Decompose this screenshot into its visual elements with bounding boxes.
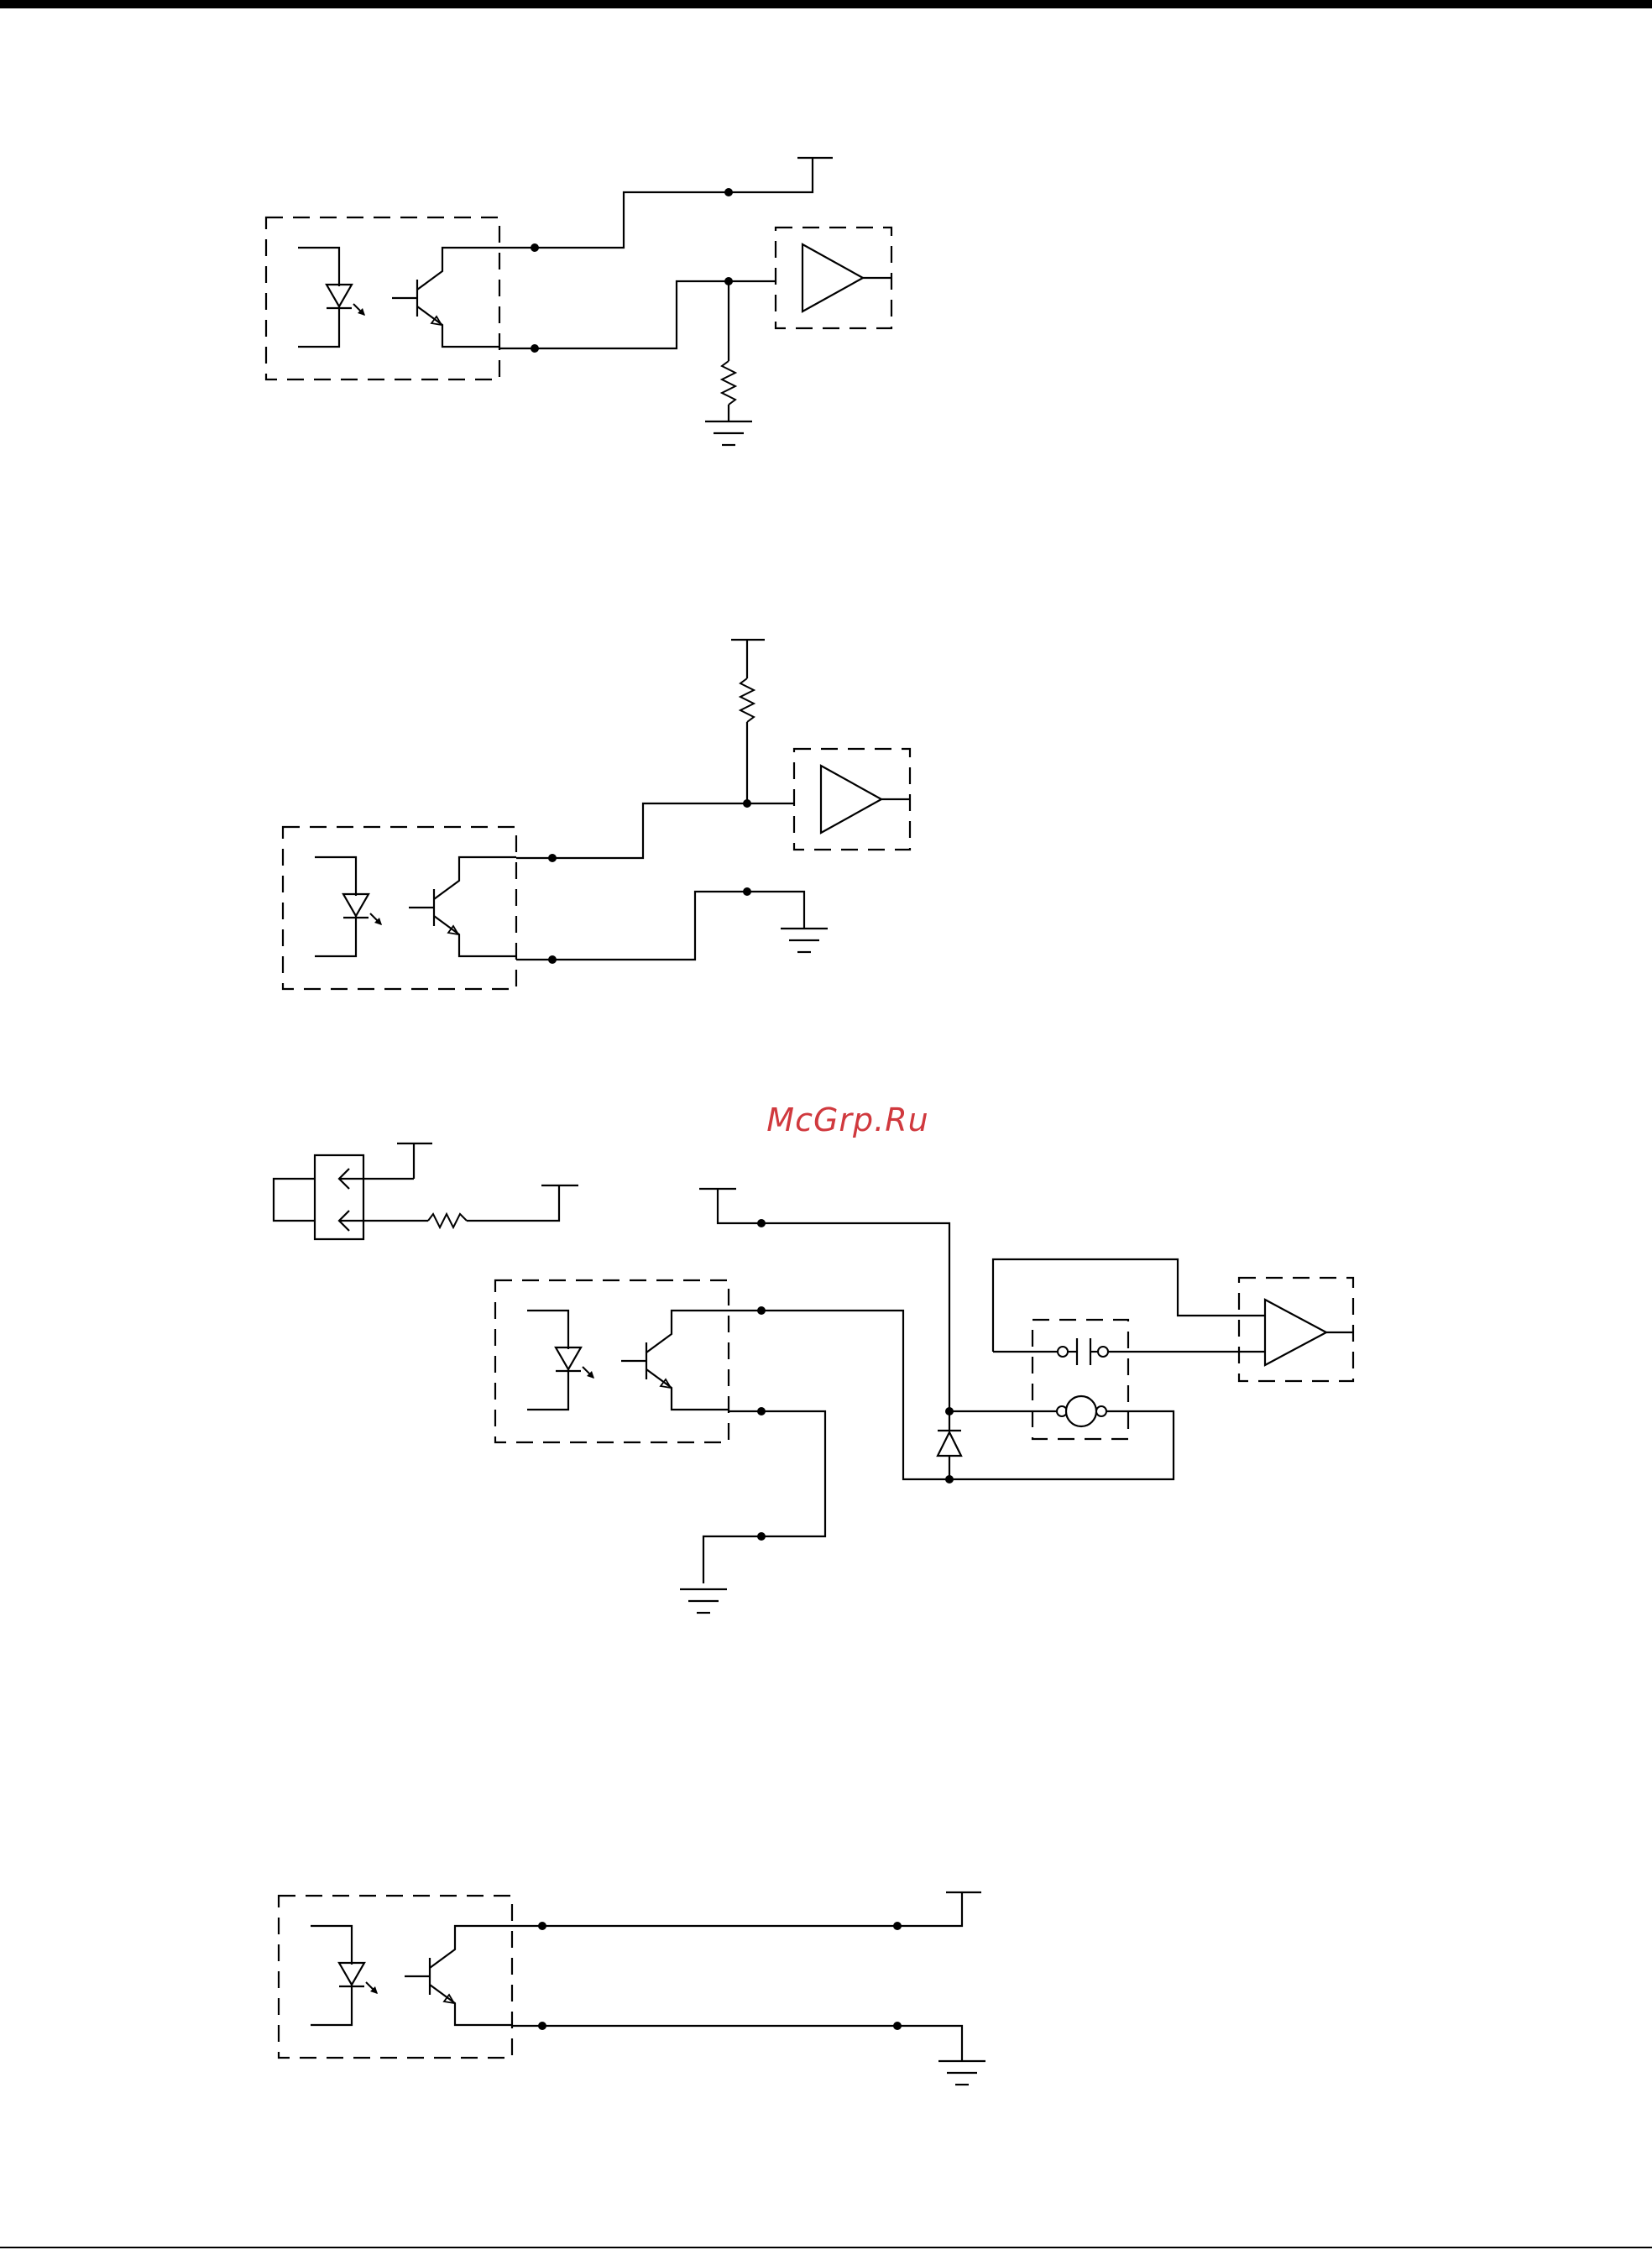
optocoupler-1 [266, 217, 499, 379]
ground-3 [680, 1589, 727, 1613]
ground-1 [705, 421, 752, 445]
optocoupler-2 [283, 827, 516, 989]
contact-3 [993, 1259, 1239, 1365]
figure-3 [274, 1143, 1353, 1613]
input-buffer-3 [1239, 1278, 1353, 1381]
watermark-text: McGrp.Ru [739, 1101, 957, 1138]
optocoupler-4 [279, 1896, 512, 2058]
source-module-3 [274, 1143, 578, 1239]
optocoupler-3 [495, 1280, 729, 1442]
input-buffer-2 [794, 749, 910, 850]
coil-3 [949, 1396, 1106, 1426]
ground-2 [781, 929, 828, 952]
input-buffer-1 [776, 228, 891, 328]
figure-4 [279, 1892, 985, 2085]
pull-up-resistor-2 [740, 678, 754, 722]
diode-3 [938, 1411, 961, 1479]
ground-4 [938, 2061, 985, 2085]
figure-1 [266, 158, 891, 445]
figure-2 [283, 640, 910, 989]
resistor-3 [428, 1214, 467, 1227]
pull-down-resistor-1 [722, 361, 735, 405]
